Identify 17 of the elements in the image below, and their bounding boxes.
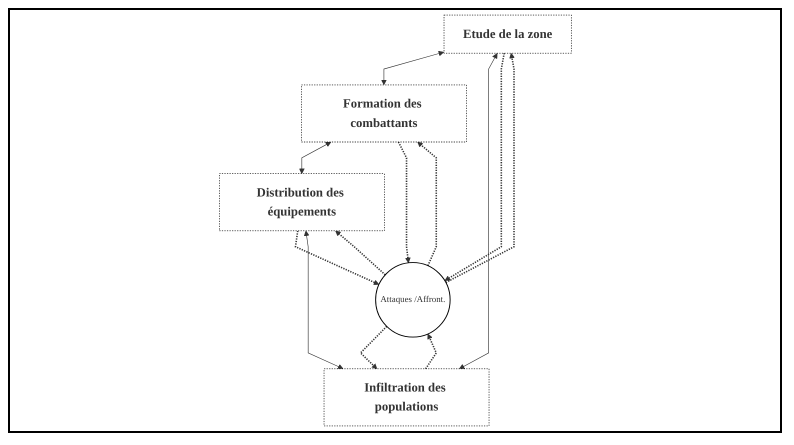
node-box: Distribution des équipements xyxy=(218,173,384,232)
node-box: Etude de la zone xyxy=(443,14,572,54)
arrow xyxy=(445,52,514,284)
arrow xyxy=(298,142,331,174)
arrow xyxy=(294,230,379,285)
arrow xyxy=(397,142,410,264)
arrow xyxy=(359,326,387,370)
arrow xyxy=(444,53,505,281)
arrow xyxy=(334,230,386,276)
node-circle: Attaques /Affront. xyxy=(374,262,450,338)
arrow xyxy=(380,50,444,86)
arrow xyxy=(424,334,437,370)
node-box: Formation des combattants xyxy=(300,84,466,142)
arrow xyxy=(304,230,343,370)
node-box: Infiltration des populations xyxy=(323,368,490,426)
arrow xyxy=(458,53,498,370)
arrow xyxy=(417,142,437,266)
